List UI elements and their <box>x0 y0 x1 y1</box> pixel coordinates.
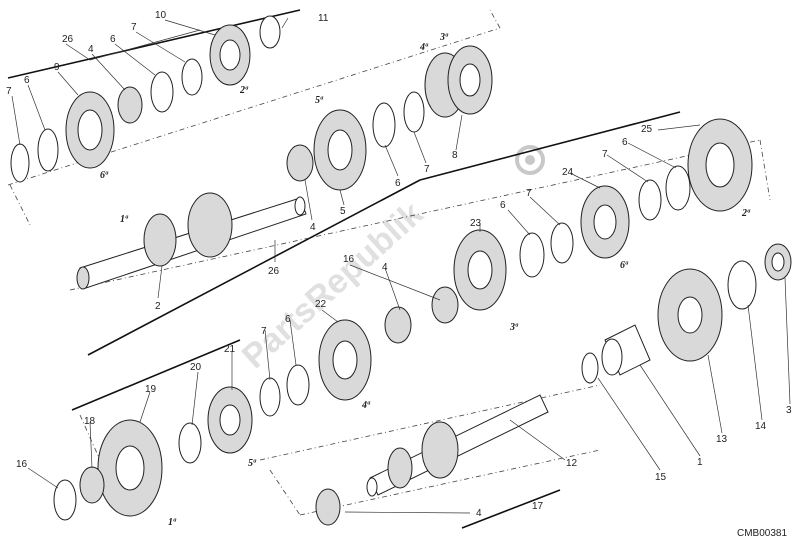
callout-1: 1 <box>697 457 703 468</box>
callout-18: 19 <box>145 384 157 395</box>
callout-5: 5 <box>340 206 346 217</box>
needle-bearing-4 <box>286 144 314 182</box>
gear-label-5th-secondary: 5ª <box>248 458 257 469</box>
callout-9: 9 <box>54 62 60 73</box>
callout-7: 7 <box>261 326 267 337</box>
gear-label-3rd: 3ª <box>439 32 449 43</box>
callout-17: 18 <box>84 416 96 427</box>
needle-bearing-4-bottom <box>315 488 341 526</box>
diagram-reference-code: CMB00381 <box>737 528 787 539</box>
callout-6: 6 <box>395 178 401 189</box>
callout-15: 16 <box>16 459 28 470</box>
lock-washer-13 <box>727 260 757 310</box>
group-rule-top <box>7 9 301 79</box>
callout-7: 7 <box>526 188 532 199</box>
group-rule-lower <box>71 339 241 411</box>
gear-ratio-labels: 6ª 2ª 1ª 5ª 4ª 3ª 3ª 6ª 2ª 4ª 5ª 1ª <box>100 32 751 528</box>
upper-mid-parts <box>286 45 493 191</box>
callout-7: 7 <box>602 149 608 160</box>
callout-12: 13 <box>716 434 728 445</box>
circlip-11 <box>259 15 281 49</box>
gear-label-3rd-secondary: 3ª <box>509 322 519 333</box>
needle-bearing-4-c <box>384 306 412 344</box>
callout-16: 17 <box>532 501 544 512</box>
gear-label-2nd-top: 2ª <box>239 85 249 96</box>
callout-25: 12 <box>566 458 578 469</box>
axis-lower-ends <box>79 414 301 516</box>
callout-26: 26 <box>62 34 74 45</box>
circlip-7-top-b <box>181 58 203 96</box>
circlip-7-far <box>638 179 662 221</box>
lower-mid-parts <box>53 286 459 521</box>
callout-21: 22 <box>315 299 327 310</box>
callout-4: 4 <box>382 262 388 273</box>
circlip-7-right <box>550 222 574 264</box>
washer-15 <box>53 479 77 521</box>
gear-1st-primary <box>143 213 177 267</box>
gear-label-4th: 4ª <box>419 42 429 53</box>
secondary-shaft-25 <box>315 394 549 526</box>
callout-7: 7 <box>131 22 137 33</box>
callout-7: 7 <box>424 164 430 175</box>
callout-labels: 7 6 9 26 4 6 7 10 11 8 7 6 5 4 2 26 16 4… <box>6 10 792 519</box>
callout-4: 4 <box>310 222 316 233</box>
circlip-7-top <box>10 143 30 183</box>
leader-lines <box>11 17 791 514</box>
gear-label-6th-secondary: 6ª <box>620 260 629 271</box>
callout-6: 6 <box>24 75 30 86</box>
axis-top-end <box>9 184 31 226</box>
callout-19: 20 <box>190 362 202 373</box>
circlip-14 <box>581 352 599 384</box>
callout-4: 4 <box>88 44 94 55</box>
callout-26: 26 <box>268 266 280 277</box>
group-rule-bottom <box>461 489 561 529</box>
gear-label-4th-secondary: 4ª <box>361 400 371 411</box>
callout-3: 3 <box>786 405 792 416</box>
axis-lower <box>259 384 601 516</box>
washer-19 <box>178 422 202 464</box>
washer-6-low <box>286 364 310 406</box>
washer-6-top <box>37 128 59 172</box>
callout-24: 25 <box>641 124 653 135</box>
gear-label-2nd-secondary: 2ª <box>741 208 751 219</box>
callout-20: 21 <box>224 344 236 355</box>
circlip-7-low <box>259 377 281 417</box>
callout-4: 4 <box>476 508 482 519</box>
needle-bearing-4-b <box>431 286 459 324</box>
callout-7: 7 <box>6 86 12 97</box>
group-rule-upper-right <box>419 111 681 181</box>
callout-13: 14 <box>755 421 767 432</box>
callout-6: 6 <box>285 314 291 325</box>
callout-6: 6 <box>622 137 628 148</box>
gear-label-5th: 5ª <box>315 95 324 106</box>
callout-14: 15 <box>655 472 667 483</box>
gear-label-1st-secondary: 1ª <box>168 517 177 528</box>
callout-16: 16 <box>343 254 355 265</box>
gear-label-6th-top: 6ª <box>100 170 109 181</box>
axis-middle <box>69 139 771 291</box>
callout-22: 23 <box>470 218 482 229</box>
callout-6: 6 <box>500 200 506 211</box>
washer-6-right <box>519 232 545 278</box>
callout-6: 6 <box>110 34 116 45</box>
group-rule-upper-left <box>87 179 421 356</box>
gear-label-1st-primary: 1ª <box>120 214 129 225</box>
top-shaft-parts <box>10 15 281 183</box>
needle-bearing-4-top <box>117 86 143 124</box>
needle-bearing-17 <box>79 466 105 504</box>
output-parts <box>581 243 792 384</box>
upper-right-parts <box>453 118 753 311</box>
callout-10: 10 <box>155 10 167 21</box>
callout-8: 8 <box>452 150 458 161</box>
callout-2: 2 <box>155 301 161 312</box>
watermark-gear-icon <box>515 145 545 175</box>
callout-23: 24 <box>562 167 574 178</box>
washer-6-top-b <box>150 71 174 113</box>
primary-shaft-2 <box>76 192 307 290</box>
circlip-7-mid <box>403 91 425 133</box>
callout-11: 11 <box>318 13 329 24</box>
washer-6-far <box>665 165 691 211</box>
washer-6-mid <box>372 102 396 148</box>
